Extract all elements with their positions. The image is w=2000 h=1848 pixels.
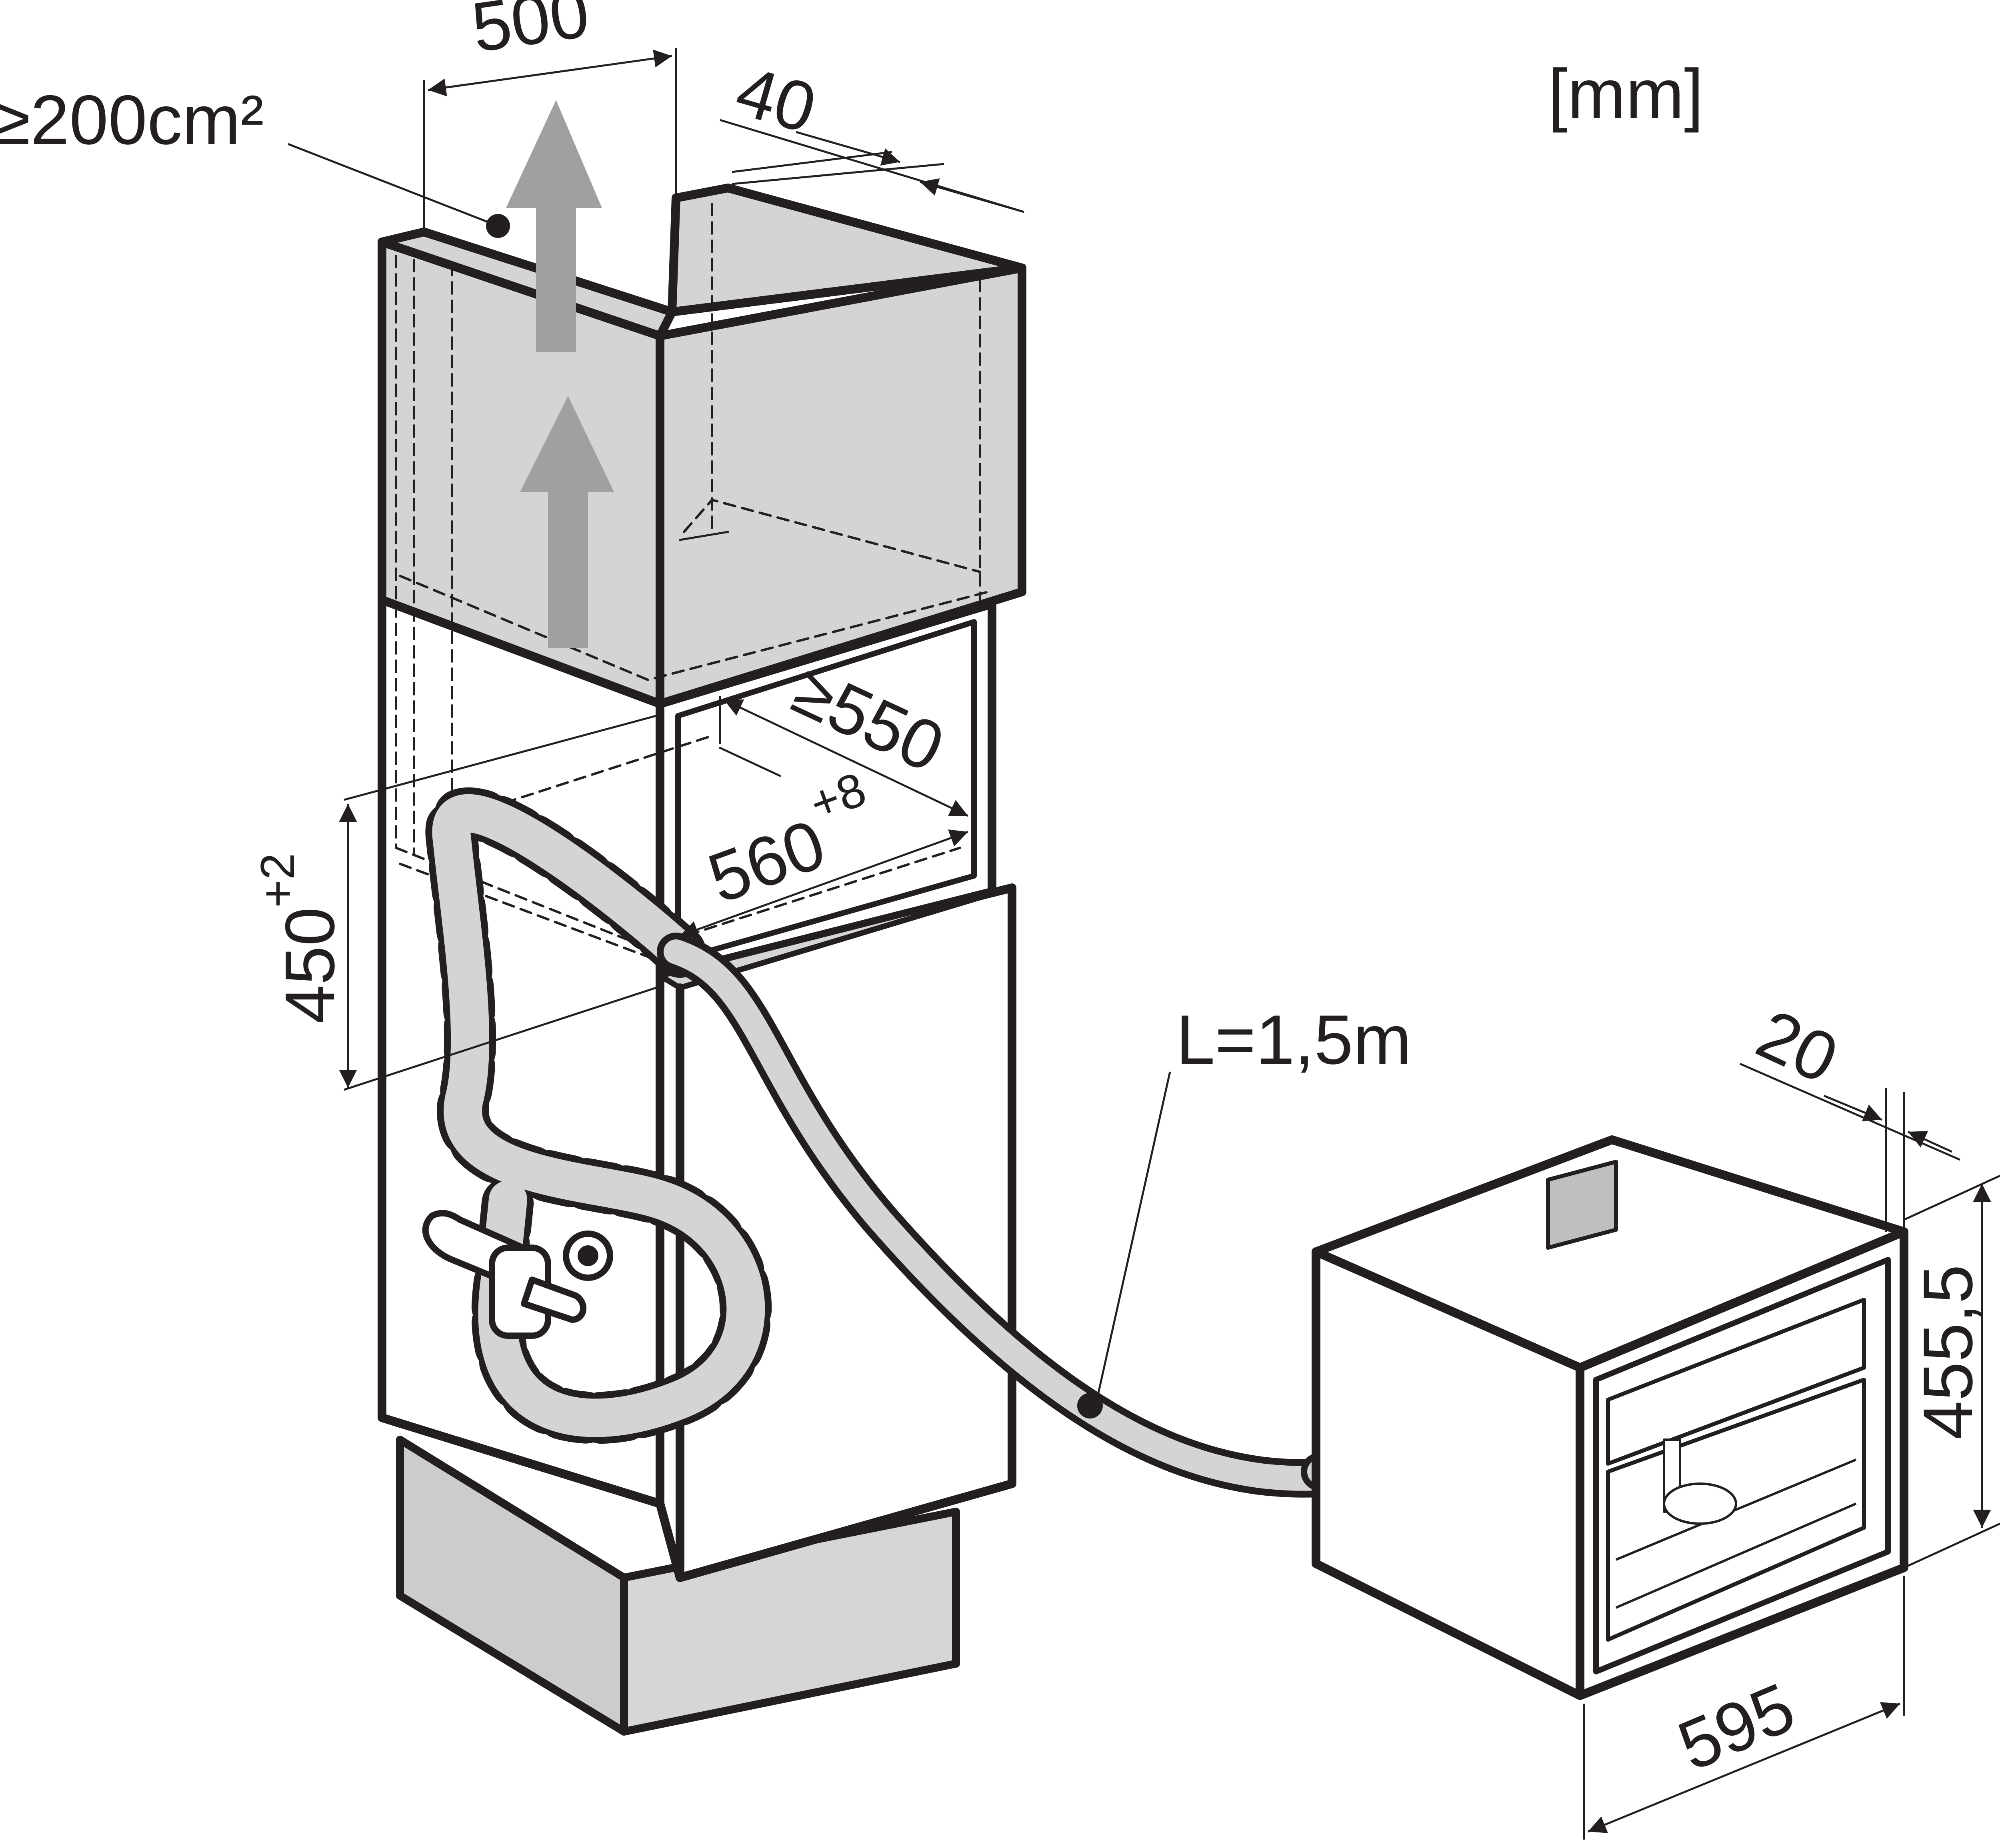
top-box-front (656, 264, 1026, 708)
depth-label: ≥550 (782, 651, 955, 787)
units-label: [mm] (1548, 55, 1704, 133)
dim-550-line (723, 699, 969, 817)
dim-20-line (1824, 1095, 1882, 1121)
dim-595-line (1588, 1702, 1900, 1833)
niche-height-tolerance: +2 (251, 853, 304, 908)
appliance-panel (1606, 1298, 1866, 1466)
vent-dot (486, 214, 510, 238)
appliance-height-label: 455,5 (1909, 1265, 1987, 1440)
airflow-arrow-lower-icon (520, 396, 614, 648)
niche-height-group: 450 +2 (251, 853, 349, 1024)
appliance-front-inner (1593, 1257, 1891, 1674)
hidden-hose (432, 794, 765, 1437)
hose-length-label: L=1,5m (1176, 1001, 1412, 1079)
appliance-width-label: 595 (1668, 1668, 1806, 1786)
niche-height-label: 450 (271, 907, 349, 1024)
dim-560-line (680, 829, 968, 938)
hose-dot (1077, 1393, 1103, 1418)
water-tap-icon (422, 1210, 613, 1339)
airflow-arrow-upper-icon (506, 100, 602, 352)
vent-leader (288, 143, 498, 227)
gap-rear-label: 40 (728, 52, 824, 148)
top-box-rim (420, 228, 1026, 316)
niche-frame-inner (675, 619, 977, 963)
dim-500-line (428, 49, 672, 97)
cup-icon (1663, 1482, 1737, 1525)
airflow-arrows (506, 100, 614, 648)
dimension-lines (288, 48, 2000, 1840)
frame-offset-label: 20 (1746, 995, 1849, 1099)
vent-area-label: ≥200cm² (0, 81, 264, 159)
width-top-label: 500 (467, 0, 594, 67)
dim-40-line (796, 131, 900, 166)
niche-width-group: 560 +8 (698, 762, 872, 918)
appliance (1312, 1135, 1908, 1700)
top-box-back (672, 184, 1026, 272)
connection-plate-icon (1546, 1160, 1618, 1250)
niche-width-label: 560 (698, 805, 835, 918)
hose-leader (1095, 1071, 1171, 1404)
